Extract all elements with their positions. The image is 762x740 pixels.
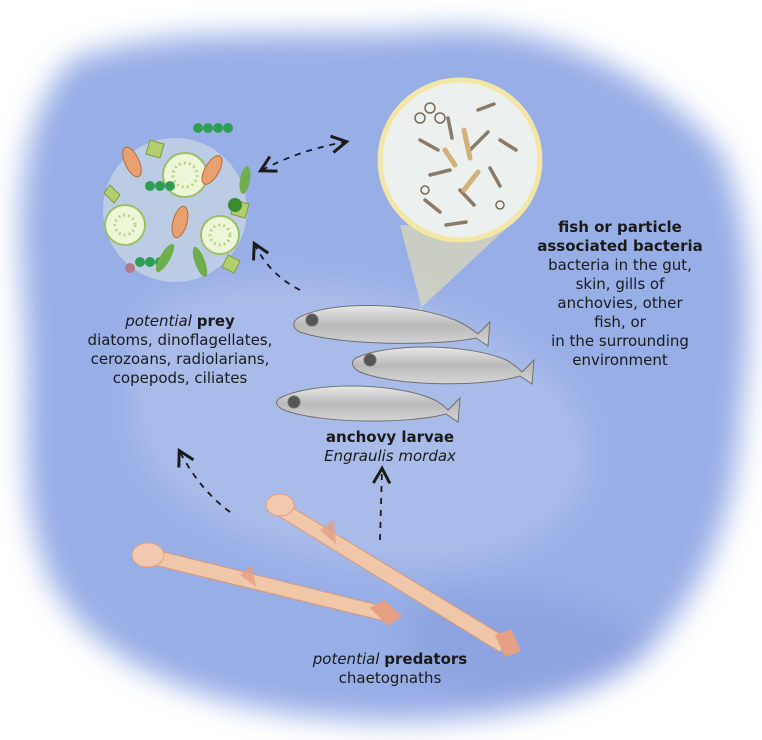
bacteria-label: fish or particle associated bacteria bac… bbox=[537, 218, 703, 369]
bacteria-icon bbox=[418, 102, 518, 227]
diatom-icon bbox=[104, 152, 240, 255]
cocci-icon bbox=[414, 102, 505, 210]
radiolarian-icon bbox=[228, 198, 242, 212]
chaetognath-icon bbox=[265, 493, 521, 657]
anchovy-fish-icon bbox=[293, 304, 491, 347]
copepod-icon bbox=[122, 146, 223, 239]
diatom-chain-icon bbox=[135, 123, 233, 267]
ciliate-icon bbox=[155, 166, 251, 278]
interaction-arrows bbox=[177, 134, 392, 541]
anchovy-fish-icon bbox=[276, 385, 461, 423]
predators-label: potential predators chaetognaths bbox=[312, 650, 468, 687]
anchovy-larvae bbox=[276, 304, 535, 423]
predator-to-prey-arrow bbox=[177, 447, 231, 513]
chaetognaths bbox=[131, 493, 521, 657]
prey-label: potential prey diatoms, dinoflagellates,… bbox=[87, 312, 273, 387]
cerozoan-icon bbox=[125, 263, 135, 273]
bacteria-magnifier bbox=[377, 77, 543, 320]
chaetognath-icon bbox=[131, 542, 402, 626]
anchovy-fish-icon bbox=[352, 346, 535, 385]
prey-cluster bbox=[103, 123, 251, 282]
anchovy-label: anchovy larvae Engraulis mordax bbox=[324, 428, 456, 465]
bacteria-rods-icon bbox=[442, 127, 481, 193]
